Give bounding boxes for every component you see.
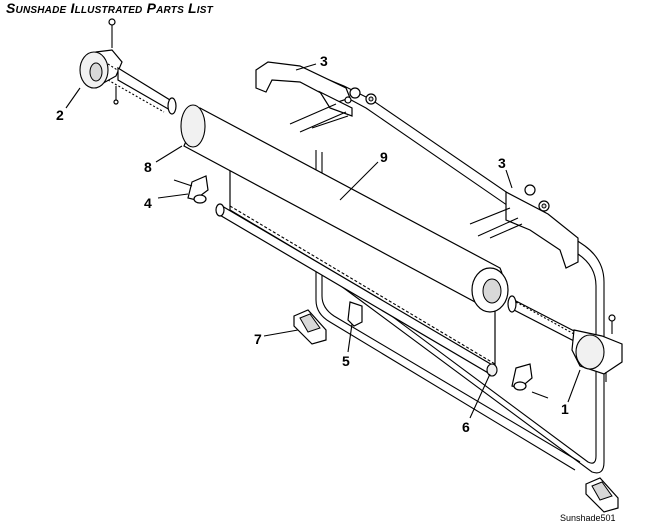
callout-4: 4 — [144, 195, 152, 211]
callout-7: 7 — [254, 331, 262, 347]
callout-9: 9 — [380, 149, 388, 165]
roller-tube — [180, 104, 509, 313]
callouts: 1 2 3 3 4 5 6 7 8 9 — [56, 53, 569, 435]
upper-bracket-left — [255, 61, 353, 117]
callout-6: 6 — [462, 419, 470, 435]
retainer-clip-left — [293, 309, 327, 345]
callout-3-left: 3 — [320, 53, 328, 69]
callout-5: 5 — [342, 353, 350, 369]
page-title: Sunshade Illustrated Parts List — [6, 0, 213, 16]
roller-clip-right — [511, 363, 549, 399]
spring-end-cap-left — [79, 18, 177, 115]
callout-1: 1 — [561, 401, 569, 417]
leader-lines — [65, 63, 581, 419]
spring-end-cap-right — [507, 295, 623, 382]
callout-8: 8 — [144, 159, 152, 175]
bracket-fasteners — [289, 87, 550, 239]
roller-clip-left — [173, 175, 209, 204]
retainer-clip-right — [585, 477, 619, 513]
pull-handle — [347, 301, 363, 327]
callout-3-right: 3 — [498, 155, 506, 171]
figure-id: Sunshade501 — [560, 513, 616, 523]
callout-2: 2 — [56, 107, 64, 123]
upper-bracket-right — [505, 191, 579, 269]
